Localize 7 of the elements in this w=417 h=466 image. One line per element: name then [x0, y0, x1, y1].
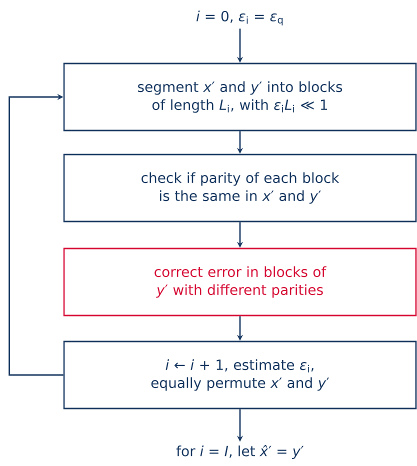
flow-text: for i = I, let x̂′ = y′ [176, 444, 304, 460]
flow-text: i = 0, ε$_{i}$ = ε$_{q}$ [196, 10, 283, 26]
process-box: i ← i + 1, estimate ε$_{i}$, equally permute x′ and y′ [63, 340, 417, 410]
process-box: check if parity of each block is the same in x′ and y′ [63, 154, 417, 222]
arrow [8, 94, 64, 376]
process-box: correct error in blocks of y′ with different parities [63, 248, 417, 316]
process-box: segment x′ and y′ into blocks of length L$_{i}$, with ε$_{i}$L$_{i}$ ≪ 1 [63, 62, 417, 132]
